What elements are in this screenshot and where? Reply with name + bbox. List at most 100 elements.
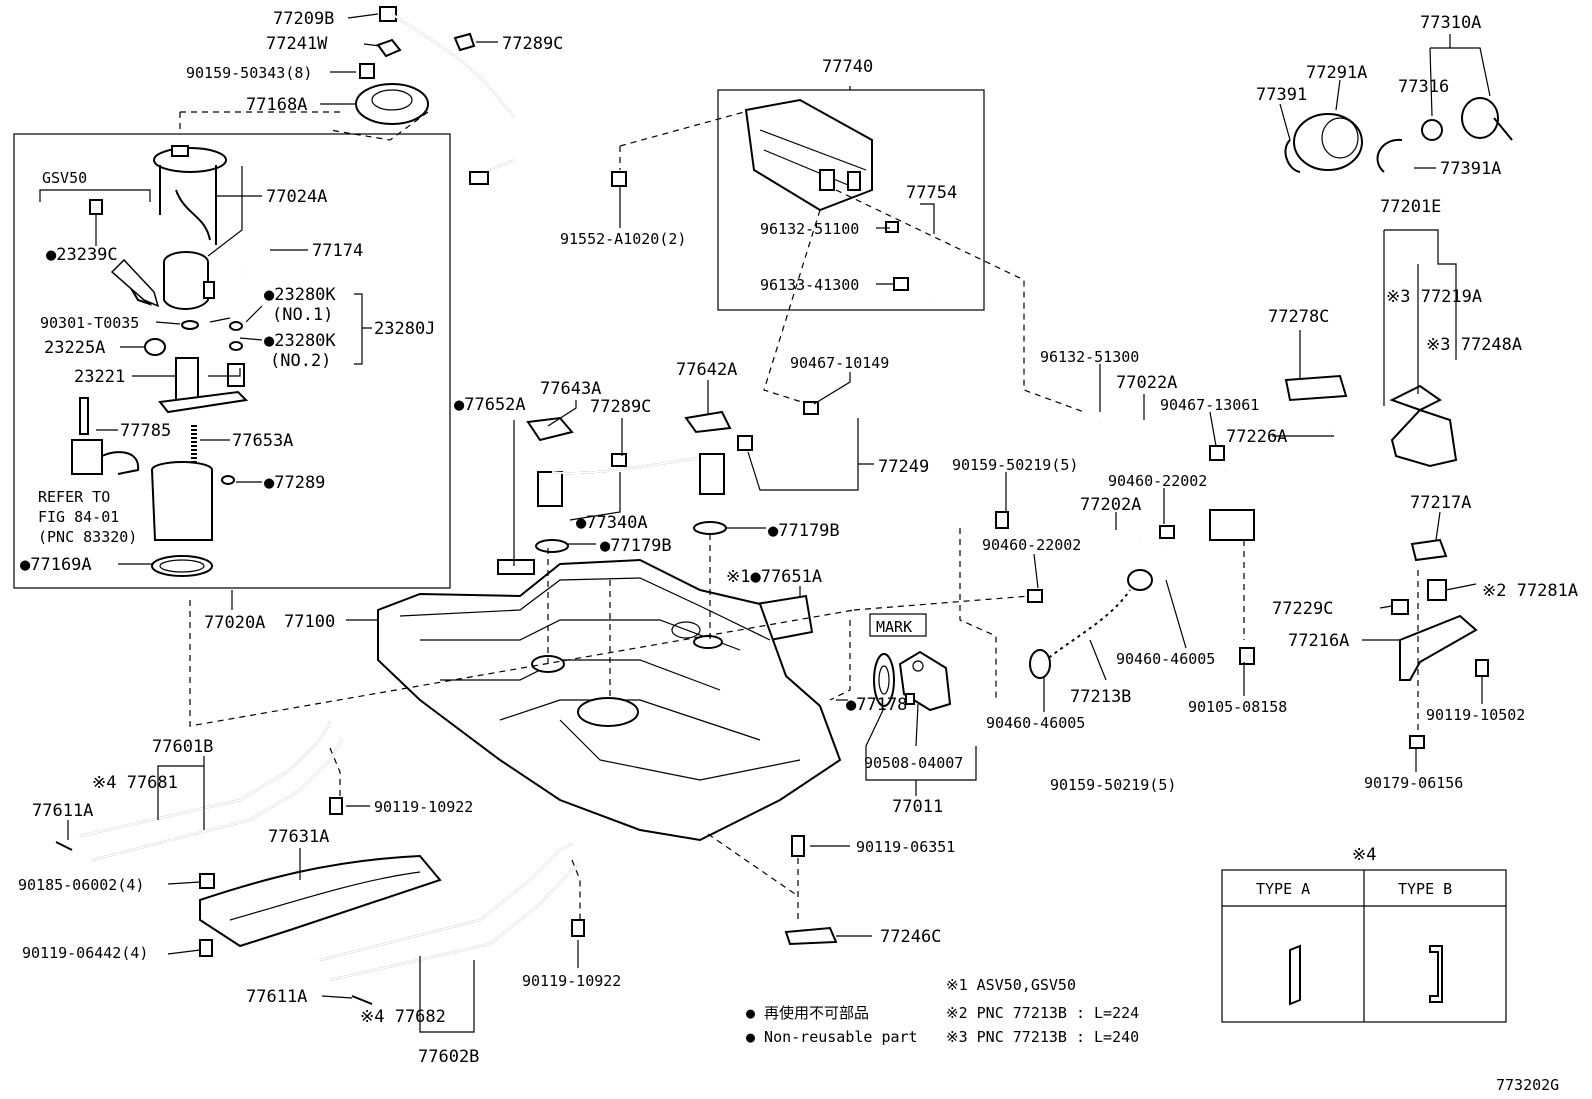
oring-no2-drawing [229,341,243,351]
hose-77249-drawing [737,401,844,459]
protector-77652A-drawing [497,559,535,575]
label-77226A: 77226A [1226,427,1287,447]
legend: ※1 ASV50,GSV50 ● 再使用不可部品 ※2 PNC 77213B :… [746,976,1139,1046]
label-77651A: ※1●77651A [726,567,822,587]
clamp-90467-13061-drawing [1209,445,1225,461]
label-77229C: 77229C [1272,599,1333,619]
label-90119-06442: 90119-06442(4) [22,944,148,962]
label-90508-04007: 90508-04007 [864,754,963,772]
label-77740: 77740 [822,57,873,77]
label-77340A: ●77340A [576,513,648,533]
clamp-77217A-drawing [1410,538,1448,562]
leader-dashed-clamp [853,595,1031,611]
label-77168A: 77168A [246,95,307,115]
label-23225A: 23225A [44,338,105,358]
mark-box [869,613,927,637]
label-90119-10922-top: 90119-10922 [374,798,473,816]
label-77022A: 77022A [1116,373,1177,393]
bolt-90119-10502-drawing [1475,659,1489,677]
label-77682: ※4 77682 [360,1007,446,1027]
label-90105-08158: 90105-08158 [1188,698,1287,716]
label-77631A: 77631A [268,827,329,847]
label-77219A: ※3 77219A [1386,287,1482,307]
label-77316: 77316 [1398,77,1449,97]
label-77011: 77011 [892,797,943,817]
label-90119-10502: 90119-10502 [1426,706,1525,724]
label-77601B: 77601B [152,737,213,757]
legend-jp-label: ● 再使用不可部品 [746,1004,869,1022]
strap-77602B-drawing [319,843,581,1005]
label-90467-13061: 90467-13061 [1160,396,1259,414]
bolt-90119-06442-drawing [199,939,213,957]
label-96132-51300: 96132-51300 [1040,348,1139,366]
leader-dashed-valve [959,528,997,700]
label-90460-46005-right: 90460-46005 [1116,650,1215,668]
label-77020A: 77020A [204,613,265,633]
gasket-90301-drawing [181,320,199,330]
fuel-pump-assembly-box [13,133,451,589]
label-77289C-mid: 77289C [590,397,651,417]
label-90159-50219-top: 90159-50219(5) [952,456,1078,474]
leader-dashed-filler [1243,540,1419,730]
clip-77281A-drawing [1427,579,1447,601]
type-b-drawing [1429,945,1443,1003]
label-77241W: 77241W [266,34,328,54]
protector-77631A-drawing [199,854,442,948]
bolt-90119-06351-drawing [791,835,805,857]
strap-77601B-drawing [55,721,343,861]
label-90460-22002-right: 90460-22002 [1108,472,1207,490]
label-90460-22002-left: 90460-22002 [982,536,1081,554]
label-77310A: 77310A [1420,13,1481,33]
label-77213B: 77213B [1070,687,1131,707]
leader-dashed-bolt-bot [571,859,581,920]
type-b-header: TYPE B [1398,880,1452,898]
gasket-77179B-1-drawing [535,539,569,553]
label-refer-pnc: (PNC 83320) [38,528,137,546]
bolt-90119-10922-top-drawing [329,797,343,815]
label-77169A: ●77169A [20,555,92,575]
label-96133-41300: 96133-41300 [760,276,859,294]
nut-90185-drawing [199,873,215,889]
label-91552-A1020: 91552-A1020(2) [560,230,686,248]
label-refer-to: REFER TO [38,488,110,506]
filter-23239C-drawing [89,199,103,236]
leader-dashed-bolt-top [329,747,341,800]
label-77653A: 77653A [232,431,293,451]
label-77611A-top: 77611A [32,801,93,821]
fuel-cap-77310A-drawing [1421,97,1513,141]
leader-dashed-straps [189,600,855,727]
label-90119-10922-bottom: 90119-10922 [522,972,621,990]
label-96132-51100: 96132-51100 [760,220,859,238]
clamp-77229C-drawing [1391,599,1409,615]
label-23280K-2: ●23280K [264,331,336,351]
label-77652A: ●77652A [454,395,526,415]
type-a-header: TYPE A [1256,880,1310,898]
label-77681: ※4 77681 [92,773,178,793]
label-77281A: ※2 77281A [1482,581,1578,601]
label-77785: 77785 [120,421,171,441]
fuel-sub-tank-drawing [151,461,235,577]
oring-no1-drawing [229,321,243,331]
label-90159-50219-bottom: 90159-50219(5) [1050,776,1176,794]
label-77602B: 77602B [418,1047,479,1067]
label-77248A: ※3 77248A [1426,335,1522,355]
label-77642A: 77642A [676,360,737,380]
label-77278C: 77278C [1268,307,1329,327]
fuel-tank-77100-drawing [377,558,842,842]
legend-note-2: ※2 PNC 77213B : L=224 [946,1004,1139,1022]
type-table-title: ※4 [1352,845,1376,865]
label-mark: MARK [876,618,912,636]
label-77201E: 77201E [1380,197,1441,217]
label-77643A: 77643A [540,379,601,399]
label-23239C: ●23239C [46,245,118,265]
label-90159-50343: 90159-50343(8) [186,64,312,82]
fuel-pump-module-drawing [153,145,271,310]
label-77611A-bottom: 77611A [246,987,307,1007]
label-GSV50: GSV50 [42,169,87,187]
gasket-77179B-2-drawing [693,521,727,535]
filler-pipe-77201E-drawing [1164,384,1458,566]
label-90119-06351: 90119-06351 [856,838,955,856]
fuel-inlet-77291A-drawing [1284,113,1403,173]
cut-off-valve-77011-drawing [873,650,952,712]
